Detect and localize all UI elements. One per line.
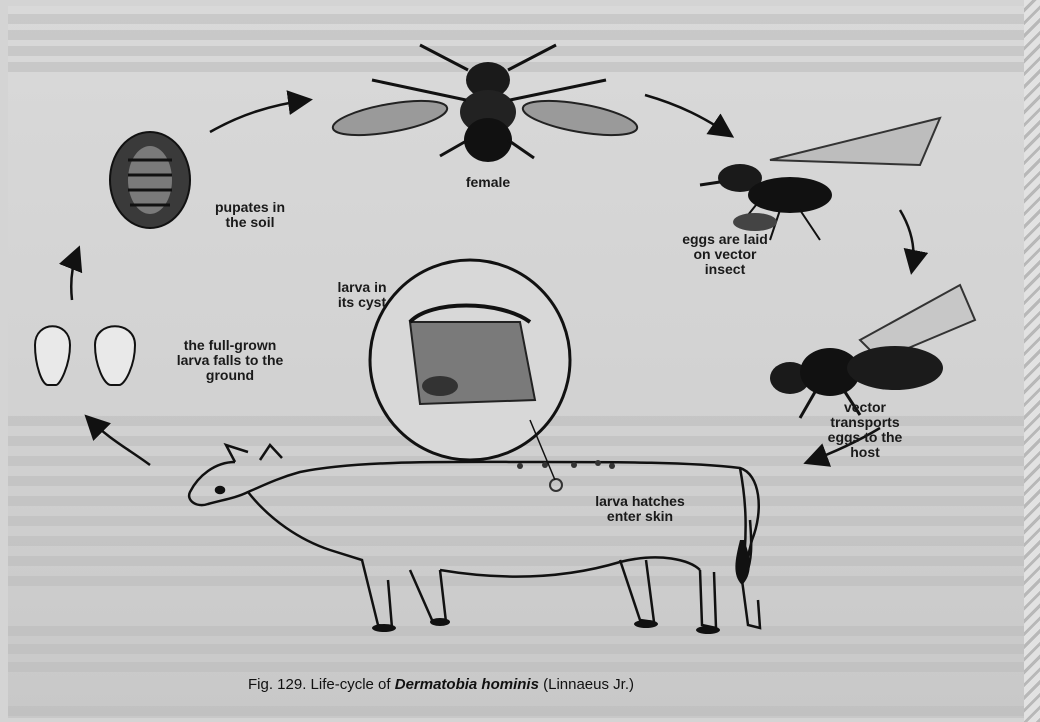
cow-hoof-marks — [372, 540, 750, 634]
caption-prefix: Fig. 129. Life-cycle of — [248, 676, 395, 693]
label-larva-hatches: larva hatches enter skin — [575, 494, 705, 524]
larva-icon — [35, 326, 135, 385]
female-fly-icon — [330, 45, 639, 162]
mosquito-icon — [700, 118, 940, 240]
caption-species: Dermatobia hominis — [395, 676, 539, 693]
label-larva-cyst: larva in its cyst — [322, 280, 402, 310]
label-eggs-laid: eggs are laid on vector insect — [660, 232, 790, 277]
label-larva-falls: the full-grown larva falls to the ground — [150, 338, 310, 383]
pupa-icon — [110, 132, 190, 228]
label-vector-transports: vector transports eggs to the host — [810, 400, 920, 460]
label-female: female — [448, 175, 528, 190]
skin-lesions — [517, 460, 615, 491]
caption-suffix: (Linnaeus Jr.) — [539, 676, 634, 693]
figure-caption: Fig. 129. Life-cycle of Dermatobia homin… — [248, 676, 634, 693]
cow-icon — [189, 445, 760, 628]
label-pupates: pupates in the soil — [195, 200, 305, 230]
